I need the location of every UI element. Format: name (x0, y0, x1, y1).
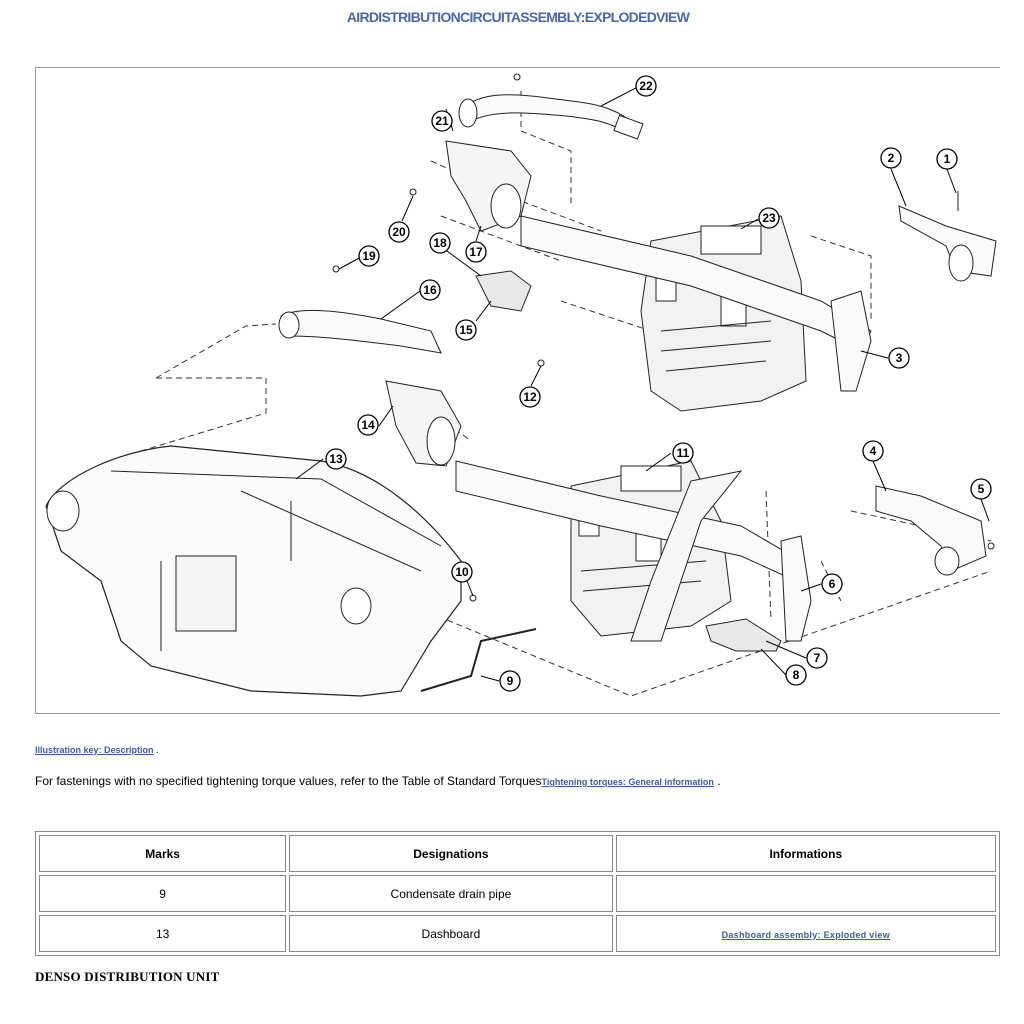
callout-2-circle (880, 147, 902, 169)
illustration-key-line: Illustration key: Description . (35, 745, 159, 755)
designations-table: Marks Designations Informations 9 Conden… (35, 831, 1000, 956)
callout-12-circle (519, 386, 541, 408)
table-row: 13 Dashboard Dashboard assembly: Explode… (39, 915, 996, 952)
callout-16-circle (419, 279, 441, 301)
callout-3: 3 (896, 351, 903, 365)
designations-table-wrapper: Marks Designations Informations 9 Conden… (35, 831, 1000, 956)
callout-2: 2 (888, 151, 895, 165)
torque-note-suffix: . (717, 774, 721, 788)
callout-7-circle (806, 647, 828, 669)
callout-15-circle (455, 319, 477, 341)
callout-14-circle (357, 414, 379, 436)
callout-17: 17 (469, 245, 483, 259)
table-cell-designation: Dashboard (289, 915, 613, 952)
callout-20: 20 (392, 225, 406, 239)
torque-note: For fastenings with no specified tighten… (35, 774, 721, 788)
callout-8-circle (785, 664, 807, 686)
callout-10: 10 (455, 565, 469, 579)
callout-19-circle (358, 245, 380, 267)
callout-20-circle (388, 221, 410, 243)
callout-7: 7 (814, 651, 821, 665)
callout-18: 18 (433, 236, 447, 250)
callout-17-circle (465, 241, 487, 263)
callout-21-circle (431, 110, 453, 132)
callout-8: 8 (793, 668, 800, 682)
table-cell-mark: 13 (39, 915, 287, 952)
callout-3-circle (888, 347, 910, 369)
callout-1-circle (936, 148, 958, 170)
callout-9: 9 (507, 674, 514, 688)
callout-12: 12 (523, 390, 537, 404)
callout-1: 1 (944, 152, 951, 166)
callout-6: 6 (829, 577, 836, 591)
callout-9-circle (499, 670, 521, 692)
table-cell-info: Dashboard assembly: Exploded view (615, 915, 996, 952)
column-header-marks: Marks (39, 835, 287, 872)
illustration-key-link[interactable]: Illustration key: Description (35, 745, 154, 755)
callout-18-circle (429, 232, 451, 254)
callout-5: 5 (978, 482, 985, 496)
callout-4-circle (862, 440, 884, 462)
tightening-torques-link[interactable]: Tightening torques: General information (541, 777, 714, 787)
dashboard-assembly-link[interactable]: Dashboard assembly: Exploded view (721, 929, 891, 940)
callout-5-circle (970, 478, 992, 500)
callout-10-circle (451, 561, 473, 583)
callout-23: 23 (762, 211, 776, 225)
table-header-row: Marks Designations Informations (39, 835, 996, 872)
torque-note-text: For fastenings with no specified tighten… (35, 774, 542, 788)
page-title: AIRDISTRIBUTIONCIRCUITASSEMBLY:EXPLODEDV… (346, 9, 690, 25)
callout-14: 14 (361, 418, 375, 432)
callout-21: 21 (435, 114, 449, 128)
illustration-key-suffix: . (156, 745, 159, 755)
callout-13-circle (325, 448, 347, 470)
callout-15: 15 (459, 323, 473, 337)
exploded-view-illustration: 1 2 3 4 5 6 7 8 9 10 11 12 13 14 15 16 1… (35, 67, 1000, 714)
table-cell-mark: 9 (39, 875, 287, 912)
table-cell-designation: Condensate drain pipe (289, 875, 613, 912)
callout-13: 13 (329, 452, 343, 466)
callout-22-circle (635, 75, 657, 97)
exploded-view-drawing: 1 2 3 4 5 6 7 8 9 10 11 12 13 14 15 16 1… (45, 73, 997, 697)
callout-6-circle (821, 573, 843, 595)
callout-19: 19 (362, 249, 376, 263)
table-row: 9 Condensate drain pipe (39, 875, 996, 912)
column-header-informations: Informations (615, 835, 996, 872)
callout-4: 4 (870, 444, 877, 458)
callout-22: 22 (639, 79, 653, 93)
callout-11-circle (672, 442, 694, 464)
callout-23-circle (758, 207, 780, 229)
table-cell-info (615, 875, 996, 912)
callout-16: 16 (423, 283, 437, 297)
callout-11: 11 (677, 446, 690, 460)
column-header-designations: Designations (289, 835, 613, 872)
section-title: DENSO DISTRIBUTION UNIT (35, 969, 220, 984)
